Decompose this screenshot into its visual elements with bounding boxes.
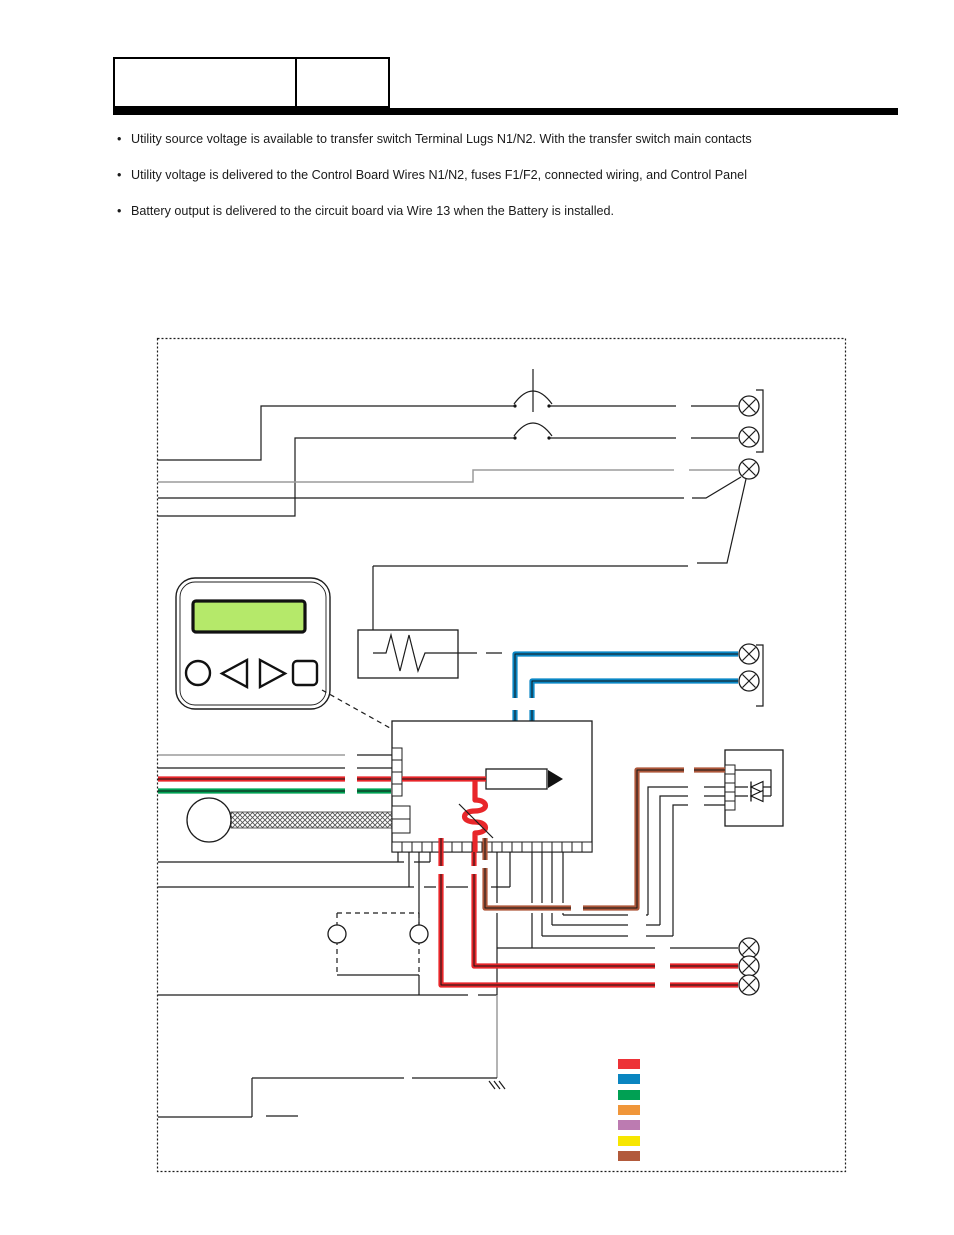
breaker-arc-bottom	[513, 422, 553, 437]
board-input-wires	[158, 754, 486, 794]
bullet-marker: •	[117, 168, 122, 182]
bullet-text: Battery output is delivered to the circu…	[131, 204, 615, 218]
utility-feed-wires	[158, 405, 747, 651]
lamp-icon	[409, 924, 429, 944]
legend-swatch-red	[618, 1059, 640, 1069]
bullet-marker: •	[117, 132, 122, 146]
resistor-zigzag	[373, 632, 447, 673]
terminal-lug	[738, 974, 760, 996]
terminal-lug	[738, 937, 760, 959]
terminal-lug	[738, 395, 760, 417]
legend-swatch-brown	[618, 1151, 640, 1161]
header-box-right	[297, 57, 390, 108]
lamp-pair	[327, 912, 429, 995]
terminal-lug	[738, 955, 760, 977]
terminal-lug	[738, 458, 760, 480]
bullet-text: Utility voltage is delivered to the Cont…	[131, 168, 747, 182]
legend-swatch-orange	[618, 1105, 640, 1115]
board-left-pins	[391, 747, 411, 834]
wire-n2-left	[158, 437, 515, 517]
control-board	[186, 720, 593, 853]
inductor-coil	[458, 779, 494, 852]
lcd-display	[191, 599, 307, 634]
wire-resistor-feed-top	[373, 478, 747, 567]
lamp-icon	[327, 924, 347, 944]
resistor	[357, 629, 502, 679]
legend-swatch-green	[618, 1090, 640, 1100]
red-output-wires	[438, 838, 738, 988]
fuse-box	[485, 768, 548, 790]
harness-wiring	[158, 786, 738, 995]
coil-strike-line	[458, 803, 494, 839]
right-arrow-button-icon	[258, 657, 288, 690]
motor	[186, 797, 404, 843]
bullet-item: • Utility voltage is delivered to the Con…	[117, 167, 907, 183]
two-pole-breaker	[513, 369, 553, 440]
breaker-arc-top	[513, 390, 553, 405]
wire-color-legend	[618, 1059, 640, 1161]
wire-n1-left	[158, 405, 515, 461]
control-panel	[175, 577, 400, 734]
connector-wire-2	[552, 795, 725, 926]
bullet-item: • Utility source voltage is available to …	[117, 131, 907, 147]
terminal-lug	[738, 670, 760, 692]
diode-connector	[724, 749, 784, 827]
brown-wire	[482, 767, 725, 911]
wire-diagonal-lower	[158, 476, 742, 499]
header-rule	[113, 108, 898, 115]
legend-swatch-yellow	[618, 1136, 640, 1146]
board-terminal-strip	[391, 841, 593, 853]
terminal-lug	[738, 426, 760, 448]
terminal-lug	[738, 643, 760, 665]
header-box-left	[113, 57, 297, 108]
arrow-icon	[548, 770, 563, 788]
ground-run	[158, 994, 506, 1118]
terminal-bracket	[756, 389, 764, 453]
mode-button-icon	[184, 659, 212, 687]
bullet-marker: •	[117, 204, 122, 218]
connector-wire-3	[542, 804, 725, 937]
wire-gray-stepped	[158, 469, 738, 483]
bullet-item: • Battery output is delivered to the circ…	[117, 203, 907, 219]
left-arrow-button-icon	[219, 657, 249, 690]
diagram-border	[156, 337, 847, 1173]
shielded-cable	[230, 811, 404, 829]
legend-swatch-violet	[618, 1120, 640, 1130]
panel-callout-dashed-line	[321, 689, 400, 734]
wire-bottom-left	[158, 1078, 298, 1118]
bullet-text: Utility source voltage is available to t…	[131, 132, 752, 146]
connector-wire-1	[563, 786, 725, 916]
legend-swatch-blue	[618, 1074, 640, 1084]
terminal-bracket	[756, 644, 764, 707]
diode-icon	[735, 789, 771, 803]
terminal-lugs-top	[738, 389, 764, 480]
terminal-lugs-bottom	[738, 937, 760, 996]
enter-button-icon	[291, 659, 319, 687]
ground-icon	[488, 1080, 506, 1090]
motor-body	[186, 797, 232, 843]
